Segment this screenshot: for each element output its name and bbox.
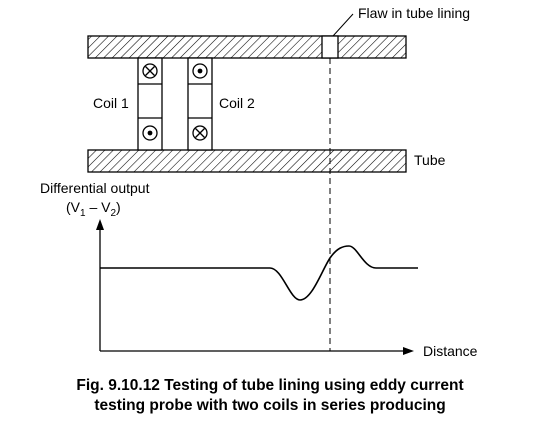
- caption-line-2: testing probe with two coils in series p…: [94, 397, 445, 414]
- y-axis-formula: (V1 – V2): [66, 199, 121, 219]
- tube-bottom-wall: [87, 149, 407, 173]
- caption-line-1: Fig. 9.10.12 Testing of tube lining usin…: [76, 377, 463, 394]
- x-axis-arrow-icon: [403, 347, 414, 355]
- flaw-leader-line: [332, 13, 354, 37]
- tube-label: Tube: [414, 152, 446, 168]
- flaw-in-lining: [321, 35, 339, 59]
- flaw-label: Flaw in tube lining: [358, 5, 470, 21]
- x-axis-label: Distance: [423, 343, 478, 359]
- coil-2: [187, 57, 213, 151]
- differential-output-curve: [100, 245, 418, 301]
- y-axis-arrow-icon: [96, 219, 104, 230]
- coil-1: [137, 57, 163, 151]
- tube-top-wall: [87, 35, 407, 59]
- y-axis-label: Differential output: [40, 180, 150, 196]
- coil-2-label: Coil 2: [219, 95, 255, 111]
- coil-1-label: Coil 1: [93, 95, 129, 111]
